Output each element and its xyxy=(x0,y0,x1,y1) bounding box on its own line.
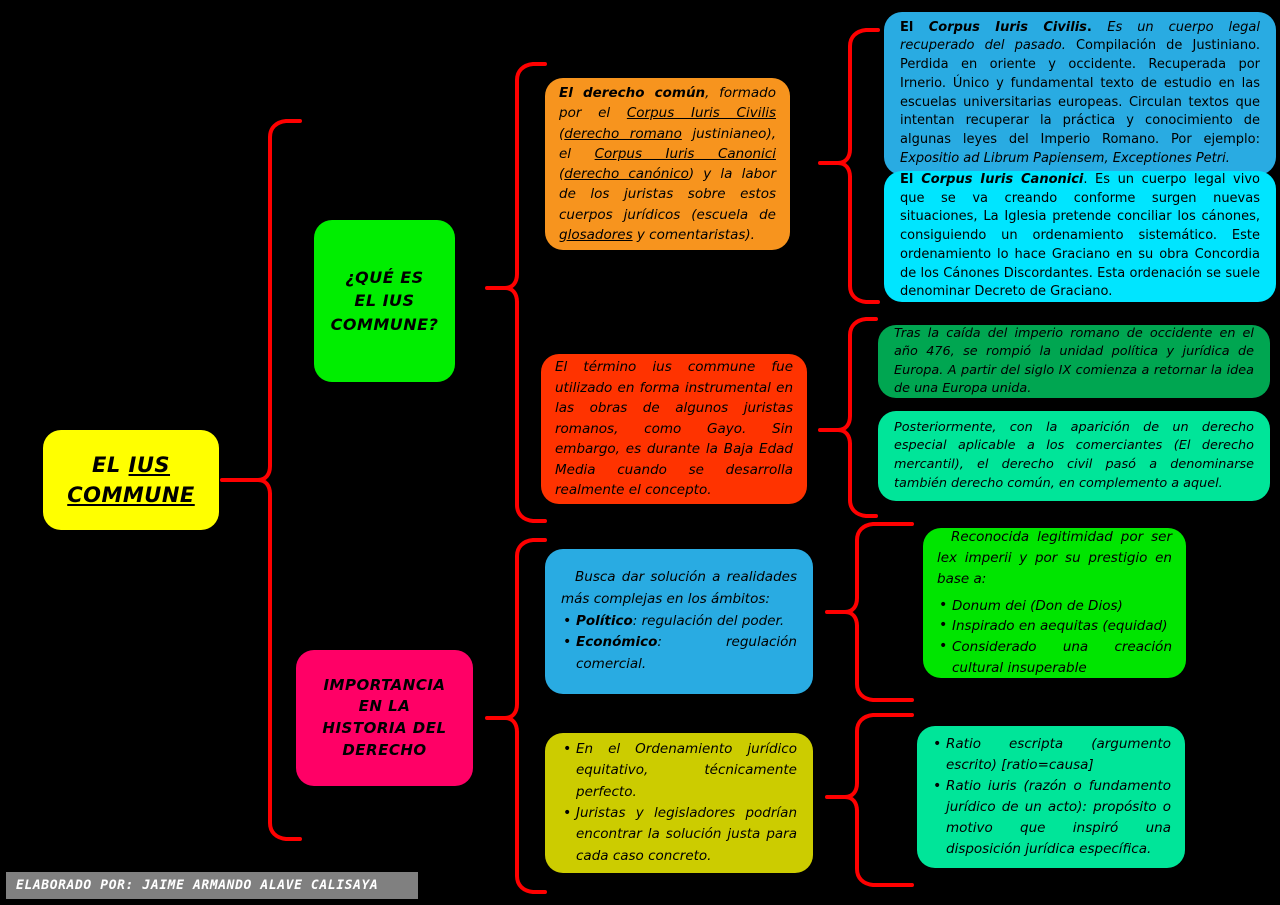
branch-importancia-line1: IMPORTANCIA xyxy=(323,675,446,694)
author-banner: ELABORADO POR: JAIME ARMANDO ALAVE CALIS… xyxy=(6,872,418,899)
caida-imperio-text: Tras la caída del imperio romano de occi… xyxy=(894,326,1254,396)
legitimidad-intro: Reconocida legitimidad por ser lex imper… xyxy=(937,528,1172,587)
list-item: Ratio escripta (argumento escrito) [rati… xyxy=(931,733,1171,776)
node-corpus-iuris-canonici[interactable]: El Corpus Iuris Canonici. Es un cuerpo l… xyxy=(884,171,1276,302)
branch-que-es-line2: EL IUS xyxy=(354,291,415,311)
termino-ius-commune-text: El término ius commune fue utilizado en … xyxy=(555,359,793,499)
derecho-comun-text: El derecho común, formado por el Corpus … xyxy=(559,85,776,243)
node-ordenamiento[interactable]: En el Ordenamiento jurídico equitativo, … xyxy=(545,733,813,873)
list-item: Inspirado en aequitas (equidad) xyxy=(937,615,1172,637)
list-item: Político: regulación del poder. xyxy=(561,610,797,633)
corpus-iuris-civilis-text: El Corpus Iuris Civilis. Es un cuerpo le… xyxy=(900,19,1260,166)
legitimidad-bullets: Donum dei (Don de Dios) Inspirado en aeq… xyxy=(937,595,1172,680)
branch-importancia-line2: EN LA xyxy=(358,697,411,716)
node-ratio[interactable]: Ratio escripta (argumento escrito) [rati… xyxy=(917,726,1185,868)
ordenamiento-bullets: En el Ordenamiento jurídico equitativo, … xyxy=(561,738,797,867)
list-item: Donum dei (Don de Dios) xyxy=(937,595,1172,617)
node-busca-solucion[interactable]: Busca dar solución a realidades más comp… xyxy=(545,549,813,694)
branch-importancia-line4: DERECHO xyxy=(342,740,427,759)
author-banner-text: ELABORADO POR: JAIME ARMANDO ALAVE CALIS… xyxy=(16,878,379,893)
node-termino-ius-commune[interactable]: El término ius commune fue utilizado en … xyxy=(541,354,807,504)
busca-solucion-intro: Busca dar solución a realidades más comp… xyxy=(561,568,797,607)
node-corpus-iuris-civilis[interactable]: El Corpus Iuris Civilis. Es un cuerpo le… xyxy=(884,12,1276,175)
list-item: Juristas y legisladores podrían encontra… xyxy=(561,802,797,867)
node-derecho-comun[interactable]: El derecho común, formado por el Corpus … xyxy=(545,78,790,250)
node-derecho-mercantil[interactable]: Posteriormente, con la aparición de un d… xyxy=(878,411,1270,501)
list-item: Económico: regulación comercial. xyxy=(561,631,797,676)
node-legitimidad[interactable]: Reconocida legitimidad por ser lex imper… xyxy=(923,528,1186,678)
branch-que-es-line3: COMMUNE? xyxy=(330,314,439,334)
busca-solucion-bullets: Político: regulación del poder. Económic… xyxy=(561,610,797,677)
derecho-mercantil-text: Posteriormente, con la aparición de un d… xyxy=(894,419,1254,491)
node-caida-imperio[interactable]: Tras la caída del imperio romano de occi… xyxy=(878,325,1270,398)
list-item: En el Ordenamiento jurídico equitativo, … xyxy=(561,738,797,803)
list-item: Ratio iuris (razón o fundamento jurídico… xyxy=(931,775,1171,860)
list-item: Considerado una creación cultural insupe… xyxy=(937,636,1172,679)
node-root-line2: COMMUNE xyxy=(67,483,195,507)
branch-importancia-line3: HISTORIA DEL xyxy=(322,719,447,737)
corpus-iuris-canonici-text: El Corpus Iuris Canonici. Es un cuerpo l… xyxy=(900,171,1260,300)
ratio-bullets: Ratio escripta (argumento escrito) [rati… xyxy=(931,733,1171,860)
node-root-line1: EL IUS xyxy=(91,452,171,477)
node-branch-que-es[interactable]: ¿QUÉ ES EL IUS COMMUNE? xyxy=(314,220,455,382)
node-root[interactable]: EL IUS COMMUNE xyxy=(43,430,219,530)
branch-que-es-line1: ¿QUÉ ES xyxy=(345,268,424,288)
node-branch-importancia[interactable]: IMPORTANCIA EN LA HISTORIA DEL DERECHO xyxy=(296,650,473,786)
